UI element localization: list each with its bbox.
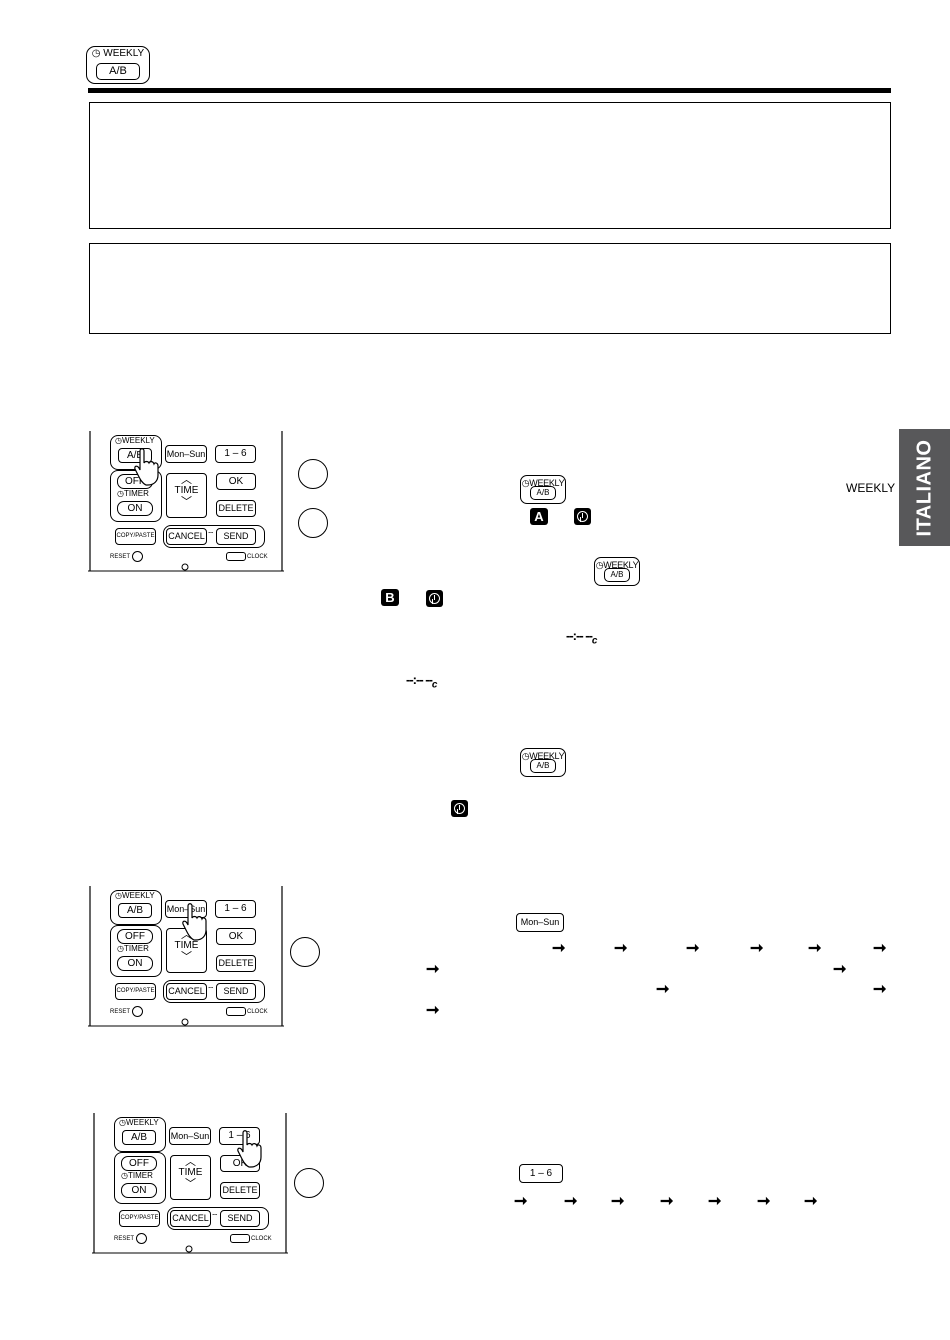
remote-timer-label: TIMER	[123, 489, 149, 498]
inline-weekly-button-icon-3: ◷WEEKLY A/B	[520, 748, 566, 777]
note-box-1	[89, 102, 891, 229]
inline-weekly-label: WEEKLY	[529, 478, 565, 488]
clock-icon-2	[426, 590, 443, 607]
remote-reset-label: RESET	[110, 554, 131, 560]
remote-cancel-button: CANCEL	[166, 528, 207, 545]
remote-time-button: ︿ TIME ﹀	[166, 473, 207, 518]
step-circle-1	[298, 459, 328, 489]
inline-mon-sun-button-icon: Mon–Sun	[516, 913, 564, 932]
a-icon: A	[530, 508, 548, 525]
remote-outline-2	[88, 886, 284, 1027]
clock-icon	[574, 508, 591, 525]
display-pattern-2: --:-- --c	[406, 672, 437, 691]
remote-ok-button: OK	[216, 473, 256, 490]
display-pattern-1: --:-- --c	[566, 628, 597, 647]
ab-label: A/B	[96, 63, 140, 80]
weekly-word: WEEKLY	[846, 481, 896, 495]
inline-weekly-button-icon-2: ◷WEEKLY A/B	[594, 557, 640, 586]
note-box-2	[89, 243, 891, 334]
remote-time-label: TIME	[174, 485, 199, 496]
inline-weekly-label-3: WEEKLY	[529, 751, 565, 761]
clock-icon-3	[451, 800, 468, 817]
remote-outline-3	[92, 1113, 288, 1254]
header-rule	[88, 88, 891, 93]
b-icon: B	[381, 589, 399, 606]
remote-copy-paste-button: COPY/PASTE	[115, 528, 156, 545]
remote-one-six-button: 1 – 6	[215, 445, 256, 463]
remote-illustration-1: ◷WEEKLY A/B Mon–Sun 1 – 6 OFF ◷TIMER ON …	[88, 431, 284, 572]
weekly-button-header-icon: ◷ WEEKLY A/B	[86, 46, 150, 84]
remote-outline	[88, 431, 284, 572]
remote-clock-label: CLOCK	[247, 554, 268, 560]
step-circle-2	[298, 508, 328, 538]
pointing-hand-icon	[134, 448, 159, 486]
remote-mon-sun-button: Mon–Sun	[165, 445, 207, 463]
remote-weekly-label: WEEKLY	[121, 436, 155, 445]
remote-illustration-3: ◷WEEKLY A/B Mon–Sun 1 – 6 OFF ◷TIMER ON …	[92, 1113, 288, 1254]
remote-illustration-2: ◷WEEKLY A/B Mon–Sun 1 – 6 OFF ◷TIMER ON …	[88, 886, 284, 1027]
inline-weekly-button-icon: ◷WEEKLY A/B	[520, 475, 566, 504]
inline-weekly-label-2: WEEKLY	[603, 560, 639, 570]
weekly-label: WEEKLY	[103, 48, 145, 59]
inline-ab-label-2: A/B	[604, 568, 630, 582]
pointing-hand-icon-3	[237, 1130, 262, 1168]
inline-ab-label: A/B	[530, 486, 556, 500]
step-circle-4	[294, 1168, 324, 1198]
inline-ab-label-3: A/B	[530, 759, 556, 773]
remote-on-button: ON	[117, 501, 153, 516]
inline-one-six-button-icon: 1 – 6	[519, 1164, 563, 1183]
remote-send-button: SEND	[216, 528, 256, 545]
remote-delete-button: DELETE	[216, 500, 256, 517]
step-circle-3	[290, 937, 320, 967]
language-tab: ITALIANO	[899, 429, 950, 546]
pointing-hand-icon-2	[182, 903, 207, 941]
